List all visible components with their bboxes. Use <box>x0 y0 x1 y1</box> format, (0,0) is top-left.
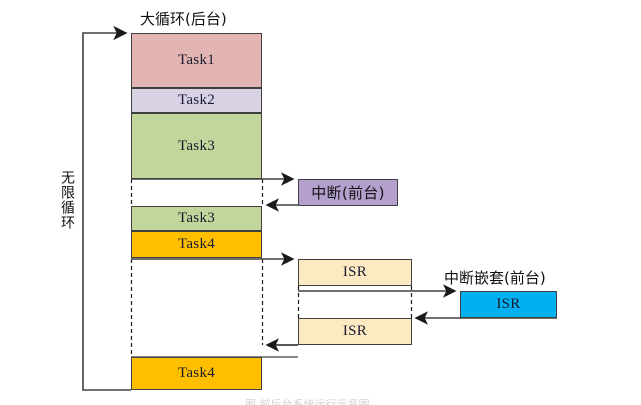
task-block-task3-second: Task3 <box>131 206 262 231</box>
nested-interrupt-title: 中断嵌套(前台) <box>444 269 546 287</box>
task-block-task1: Task1 <box>131 33 262 88</box>
infinite-loop-label: 无限循环 <box>59 170 75 230</box>
task-block-task4-second: Task4 <box>131 357 262 390</box>
task-block-task2: Task2 <box>131 88 262 113</box>
figure-caption: 图 前后台系统运行示意图 <box>245 398 370 405</box>
isr-block-second: ISR <box>298 318 412 345</box>
nested-isr-block: ISR <box>460 291 557 318</box>
task-block-task3-first: Task3 <box>131 113 262 179</box>
interrupt-foreground-block: 中断(前台) <box>298 179 398 206</box>
task-block-task4-first: Task4 <box>131 231 262 258</box>
isr-block-first: ISR <box>298 259 412 286</box>
background-loop-title: 大循环(后台) <box>140 10 227 28</box>
